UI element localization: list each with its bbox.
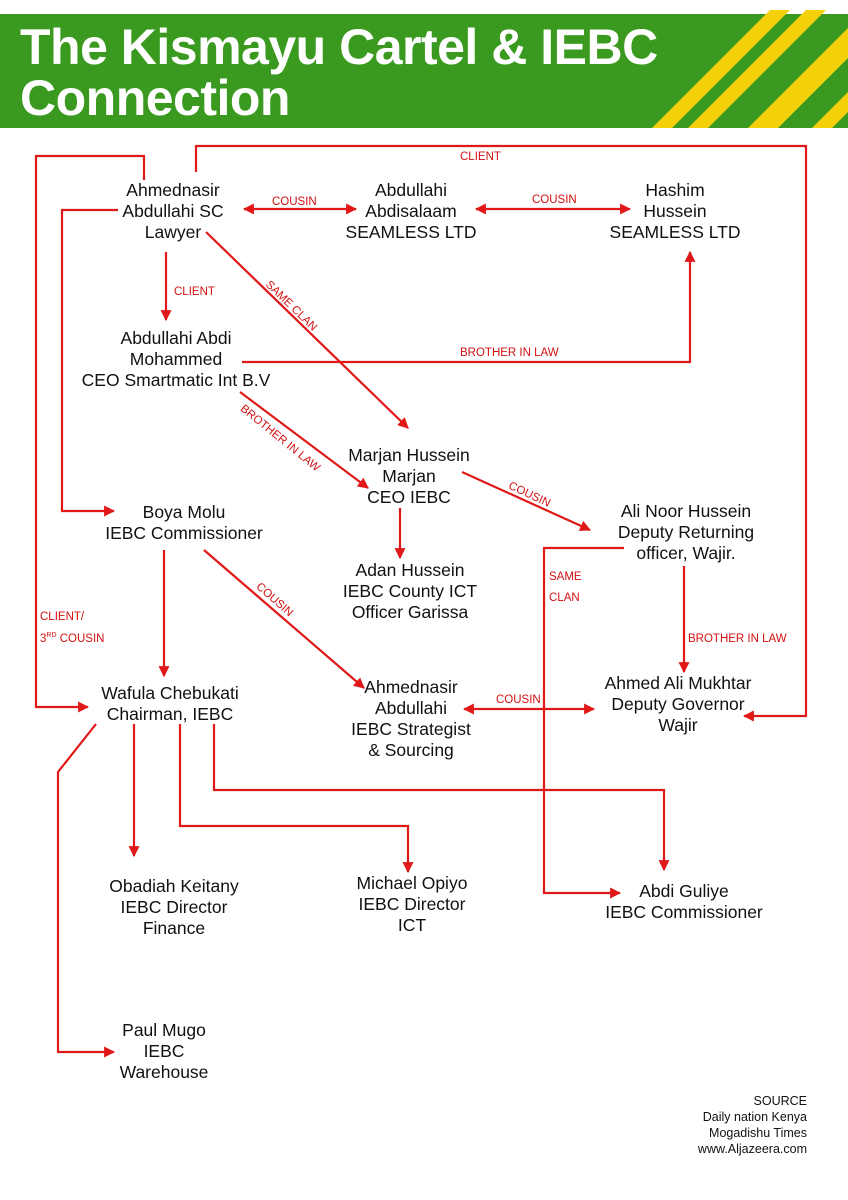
node-wafula-chebukati: Wafula Chebukati Chairman, IEBC	[101, 683, 239, 724]
node-adan-hussein: Adan Hussein IEBC County ICT Officer Gar…	[342, 560, 478, 622]
link-brother-in-law-1	[242, 250, 696, 364]
relation-label-client-cousin-a: CLIENT/	[40, 611, 85, 623]
relation-label-same-clan-2a: SAME	[549, 571, 582, 583]
relation-label-client-cousin-b: 3RD COUSIN	[40, 632, 105, 645]
node-ahmed-ali-mukhtar: Ahmed Ali Mukhtar Deputy Governor Wajir	[604, 673, 752, 735]
link-client-3rd-cousin	[34, 154, 146, 713]
link-same-clan-1	[205, 231, 409, 429]
link-cousin-3	[461, 470, 592, 532]
link-brother-in-law-2	[239, 391, 369, 489]
header-stripes-decoration	[652, 10, 848, 128]
node-abdullahi-abdi: Abdullahi Abdi Mohammed CEO Smartmatic I…	[81, 328, 271, 390]
relation-label-same-clan-2b: CLAN	[549, 592, 580, 604]
node-abdullahi-abdisalaam: Abdullahi Abdisalaam SEAMLESS LTD	[345, 180, 477, 242]
source-credits: SOURCE Daily nation Kenya Mogadishu Time…	[697, 1094, 807, 1156]
node-boya-molu: Boya Molu IEBC Commissioner	[105, 502, 263, 543]
node-paul-mugo: Paul Mugo IEBC Warehouse	[119, 1020, 209, 1082]
link-left-to-boya	[60, 208, 118, 517]
header-banner: The Kismayu Cartel & IEBC Connection	[0, 0, 848, 130]
relation-label-brother-in-law-3: BROTHER IN LAW	[688, 633, 787, 645]
link-wafula-guliye	[212, 724, 670, 872]
relation-label-cousin-1: COUSIN	[272, 196, 317, 208]
relation-label-client-mid: CLIENT	[174, 286, 215, 298]
node-hashim-hussein: Hashim Hussein SEAMLESS LTD	[609, 180, 741, 242]
header-green-background	[0, 14, 848, 128]
link-cousin-4	[203, 549, 365, 689]
link-same-clan-2	[542, 546, 624, 899]
link-wafula-paul	[56, 723, 116, 1058]
link-client-top	[194, 144, 808, 722]
page-title-line-1: The Kismayu Cartel & IEBC	[20, 19, 658, 75]
node-michael-opiyo: Michael Opiyo IEBC Director ICT	[356, 873, 468, 935]
node-ahmednasir-abdullahi: Ahmednasir Abdullahi IEBC Strategist & S…	[351, 677, 471, 760]
relation-label-cousin-5: COUSIN	[496, 694, 541, 706]
node-marjan-hussein: Marjan Hussein Marjan CEO IEBC	[348, 445, 470, 507]
node-ahmednasir-sc: Ahmednasir Abdullahi SC Lawyer	[122, 180, 224, 242]
relation-label-cousin-2: COUSIN	[532, 194, 577, 206]
link-wafula-michael	[178, 724, 414, 874]
node-ali-noor-hussein: Ali Noor Hussein Deputy Returning office…	[617, 501, 755, 563]
node-abdi-guliye: Abdi Guliye IEBC Commissioner	[605, 881, 763, 922]
node-obadiah-keitany: Obadiah Keitany IEBC Director Finance	[109, 876, 239, 938]
page-title-line-2: Connection	[20, 70, 290, 126]
relation-label-client-top: CLIENT	[460, 151, 501, 163]
relation-label-brother-in-law-1: BROTHER IN LAW	[460, 347, 559, 359]
